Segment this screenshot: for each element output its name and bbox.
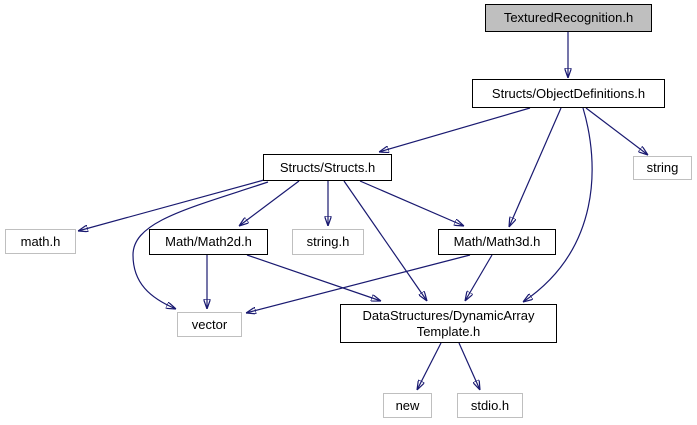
edge-objectdefinitions-to-string (585, 107, 648, 155)
edge-objectdefinitions-to-structs (379, 107, 531, 152)
node-datastructures-dynamicarraytemplate-h[interactable]: DataStructures/DynamicArray Template.h (340, 304, 557, 343)
edge-objectdefinitions-to-dynamicarray (523, 107, 593, 302)
node-new: new (383, 393, 432, 418)
node-math-math2d-h[interactable]: Math/Math2d.h (149, 229, 268, 255)
node-math-h: math.h (5, 229, 76, 254)
node-math-math3d-h[interactable]: Math/Math3d.h (438, 229, 556, 255)
edge-structs-to-math-h (78, 179, 265, 231)
edge-structs-to-math2d (239, 180, 300, 226)
edge-math3d-to-dynamicarray (465, 254, 493, 301)
edge-math2d-to-dynamicarray (246, 254, 381, 301)
node-structs-objectdefinitions-h[interactable]: Structs/ObjectDefinitions.h (472, 79, 665, 108)
edge-dynamicarray-to-stdio-h (458, 342, 480, 390)
edge-dynamicarray-to-new (417, 342, 442, 390)
node-stdio-h: stdio.h (457, 393, 523, 418)
node-structs-structs-h[interactable]: Structs/Structs.h (263, 154, 392, 181)
node-texturedrecognition-h: TexturedRecognition.h (485, 4, 652, 32)
node-vector: vector (177, 312, 242, 337)
edge-objectdefinitions-to-math3d (509, 107, 562, 227)
edge-structs-to-math3d (359, 180, 464, 226)
node-string: string (633, 156, 692, 180)
node-string-h: string.h (292, 229, 364, 255)
